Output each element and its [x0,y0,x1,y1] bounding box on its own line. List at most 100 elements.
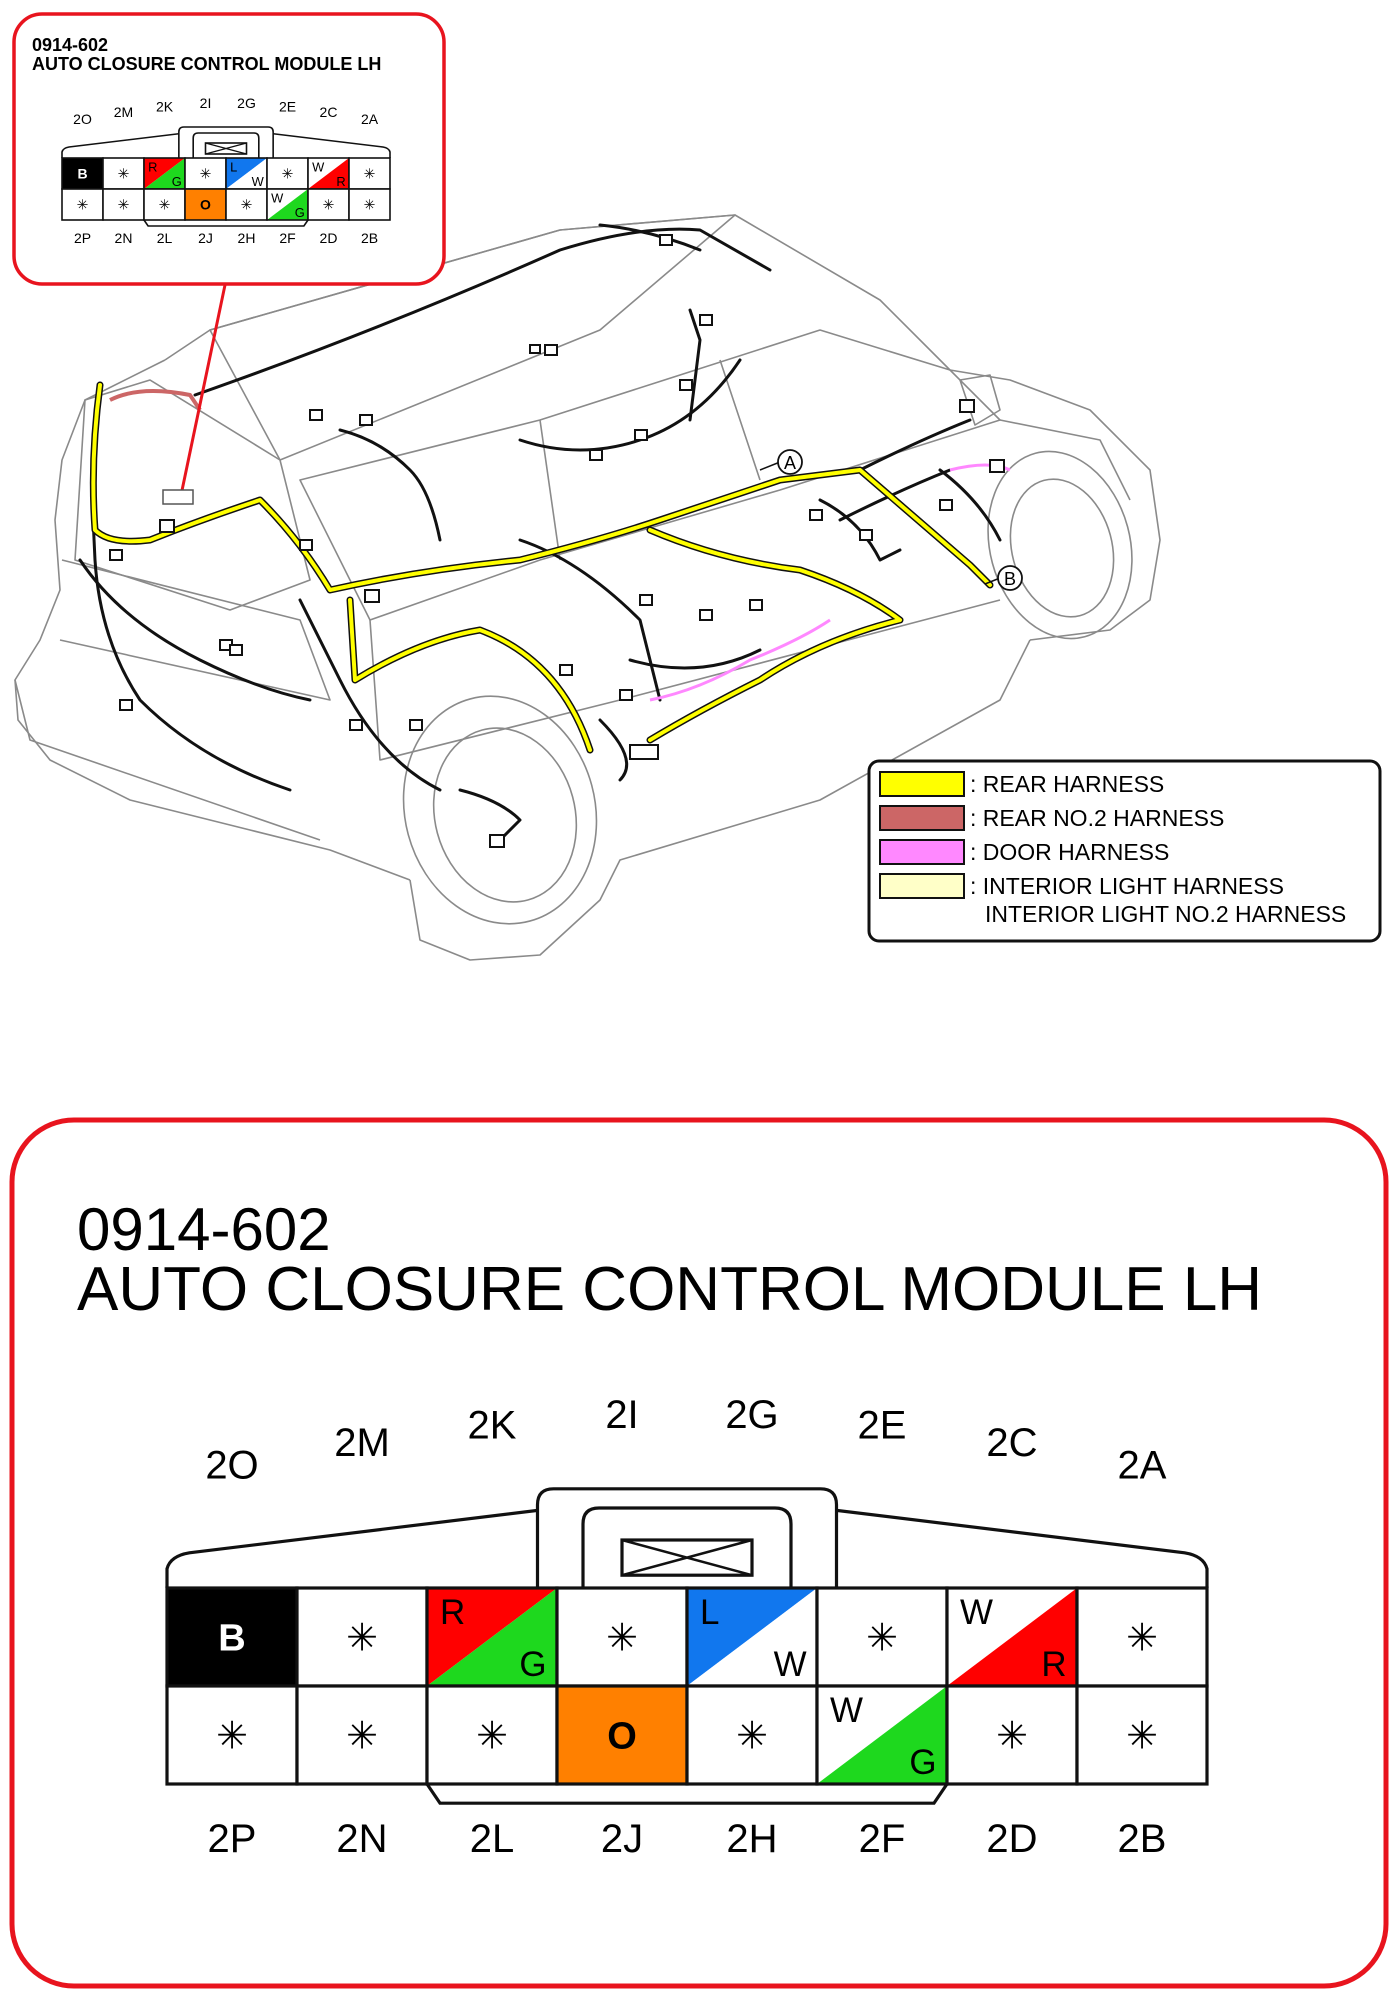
pin-label-2D: 2D [320,230,338,246]
pin-2G-stripe-color-lower: W [252,174,265,189]
pin-2A: ✳ [348,157,391,190]
pin-label-2F: 2F [859,1817,906,1861]
door-harness-wire [949,463,1011,472]
pin-label-2I: 2I [200,95,212,111]
pin-label-2J: 2J [601,1817,643,1861]
pin-2I-unused-mark: ✳ [606,1618,638,1660]
harness-legend: : REAR HARNESS : REAR NO.2 HARNESS : DOO… [867,759,1382,943]
legend-label-door-harness: : DOOR HARNESS [970,839,1169,865]
pin-2F-stripe-color-upper: W [830,1691,863,1730]
pin-2N: ✳ [295,1684,429,1786]
legend-label-interior-light-harness: : INTERIOR LIGHT HARNESS [970,873,1284,899]
rear-harness-wiring [89,381,994,754]
legend-swatch-door-harness [879,839,965,865]
pin-2P-unused-mark: ✳ [77,197,89,213]
pin-2L: ✳ [425,1684,559,1786]
legend-label-rear-no2-harness: : REAR NO.2 HARNESS [970,805,1224,831]
pin-2P: ✳ [165,1684,299,1786]
pin-2N-unused-mark: ✳ [346,1716,378,1758]
pin-2E: ✳ [815,1586,949,1688]
pin-label-2A: 2A [1118,1443,1167,1487]
pin-2M: ✳ [295,1586,429,1688]
pin-2N-unused-mark: ✳ [118,197,130,213]
pin-2F: WG [266,188,309,221]
callout-connector-name: AUTO CLOSURE CONTROL MODULE LH [32,54,381,74]
pin-2J: O [555,1684,689,1786]
pin-2A-unused-mark: ✳ [364,166,376,182]
pin-2O-wire-color: B [218,1618,245,1660]
connector-code: 0914-602 [77,1196,331,1263]
pin-label-2K: 2K [156,98,174,114]
pin-2P-unused-mark: ✳ [216,1716,248,1758]
pin-2D: ✳ [307,188,350,221]
legend-swatch-rear-no2-harness [879,805,965,831]
pin-2M-unused-mark: ✳ [346,1618,378,1660]
legend-swatch-rear-harness [879,771,965,797]
pin-2E-unused-mark: ✳ [282,166,294,182]
pin-2F: WG [815,1684,949,1786]
pin-label-2F: 2F [279,230,295,246]
pin-2D: ✳ [945,1684,1079,1786]
legend-swatch-interior-light-harness [879,873,965,899]
pin-label-2O: 2O [205,1443,258,1487]
pin-2C-stripe-color-upper: W [960,1593,993,1632]
pin-2H-unused-mark: ✳ [736,1716,768,1758]
pin-label-2N: 2N [115,230,133,246]
pin-2A: ✳ [1075,1586,1209,1688]
pin-2L-unused-mark: ✳ [476,1716,508,1758]
pin-2G-stripe-color-lower: W [774,1645,807,1684]
pin-2M: ✳ [102,157,145,190]
door-harness-wire [649,618,831,702]
pin-label-2H: 2H [238,230,256,246]
connector-callout-small: 0914-602 AUTO CLOSURE CONTROL MODULE LH … [12,12,446,286]
pin-label-2L: 2L [157,230,173,246]
pin-label-2E: 2E [858,1404,907,1448]
locator-marker-b: B [984,565,1023,591]
connector-name: AUTO CLOSURE CONTROL MODULE LH [77,1255,1262,1324]
pin-label-2D: 2D [986,1817,1037,1861]
locator-marker-a-label: A [784,453,796,473]
pin-label-2K: 2K [468,1404,517,1448]
locator-marker-b-label: B [1004,569,1016,589]
pin-label-2P: 2P [74,230,91,246]
pin-2G: LW [225,157,268,190]
pin-2E-unused-mark: ✳ [866,1618,898,1660]
pin-2I-unused-mark: ✳ [200,166,212,182]
vehicle-outline [14,214,1161,961]
pin-2G-stripe-color-upper: L [230,159,237,174]
pin-label-2M: 2M [114,104,133,120]
pin-label-2I: 2I [605,1393,638,1437]
pin-2K: RG [425,1586,559,1688]
pin-label-2J: 2J [198,230,213,246]
pin-label-2P: 2P [208,1817,257,1861]
pin-label-2M: 2M [334,1421,390,1465]
pin-2D-unused-mark: ✳ [996,1716,1028,1758]
pin-2P: ✳ [61,188,104,221]
pin-2K-stripe-color-upper: R [148,159,157,174]
pin-2C: WR [945,1586,1079,1688]
locator-marker-a: A [759,449,803,475]
pin-2H: ✳ [685,1684,819,1786]
connector-detail-panel: 0914-602 AUTO CLOSURE CONTROL MODULE LH … [9,1117,1389,1989]
latch-cross [621,1538,753,1577]
pin-2N: ✳ [102,188,145,221]
pin-2L-unused-mark: ✳ [159,197,171,213]
pin-label-2L: 2L [470,1817,515,1861]
pin-2B-unused-mark: ✳ [1126,1716,1158,1758]
pin-2F-stripe-color-lower: G [295,205,305,220]
connector-key [143,219,309,227]
pin-2O-wire-color: B [77,166,87,182]
pin-2M-unused-mark: ✳ [118,166,130,182]
pin-2J: O [184,188,227,221]
legend-label-rear-harness: : REAR HARNESS [970,771,1164,797]
pin-label-2B: 2B [1118,1817,1167,1861]
pin-2E: ✳ [266,157,309,190]
pin-label-2B: 2B [361,230,378,246]
pin-2C-stripe-color-lower: R [1041,1645,1066,1684]
pin-2A-unused-mark: ✳ [1126,1618,1158,1660]
pin-2O: B [61,157,104,190]
pin-2J-wire-color: O [200,197,211,213]
